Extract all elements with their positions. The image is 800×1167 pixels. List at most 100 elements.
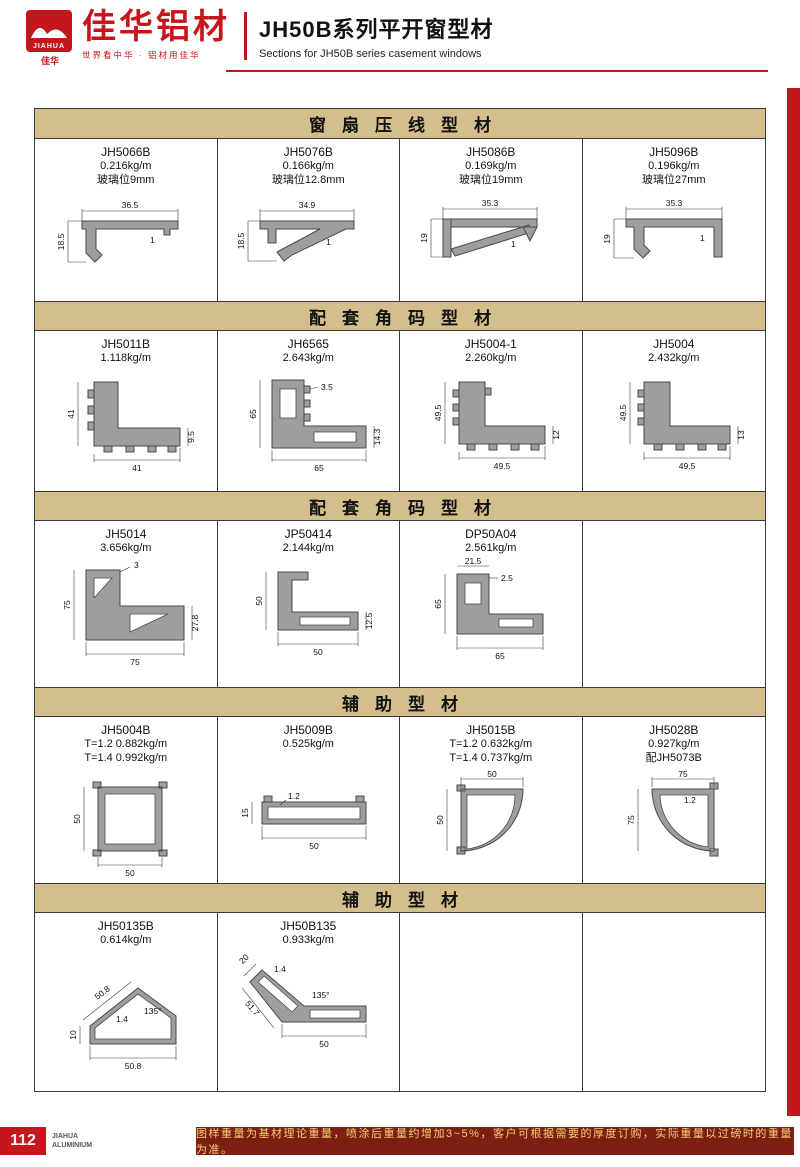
section-row-5: JH50135B 0.614kg/m 50.8 10 1.4 135° 50.8… <box>35 913 765 1091</box>
section-title: 窗扇压线型材 <box>309 116 507 135</box>
model-code: JH5086B <box>466 145 516 159</box>
footer-brand: JIAHUA ALUMINIUM <box>52 1132 92 1151</box>
profile-drawing: 15 1.2 50 <box>240 791 367 851</box>
dim-label: 75 <box>62 600 72 610</box>
model-code: JH5004 <box>653 337 695 351</box>
dim-label: 10 <box>68 1030 78 1040</box>
section-header-4: 辅助型材 <box>35 687 765 717</box>
weight-spec: 0.196kg/m <box>648 160 700 172</box>
dim-label: 1.2 <box>684 795 696 805</box>
page-number: 112 <box>0 1127 46 1155</box>
glass-spec: 玻璃位12.8mm <box>271 174 345 187</box>
profile-cell-jh5096b: JH5096B 0.196kg/m 玻璃位27mm 35.3 19 1 <box>583 139 766 301</box>
profile-cell-jh5066b: JH5066B 0.216kg/m 玻璃位9mm 36.5 18.5 1 <box>35 139 218 301</box>
dim-label: 1 <box>511 239 516 249</box>
profile-drawing: 41 41 9.5 <box>66 381 196 473</box>
dim-label: 75 <box>626 815 636 825</box>
dim-label: 18.5 <box>236 232 246 249</box>
cavity <box>94 993 172 1040</box>
weight-spec: 0.933kg/m <box>282 934 334 946</box>
cavity <box>659 794 709 848</box>
cavity <box>498 618 534 628</box>
dim-label: 15 <box>240 808 250 818</box>
weight-spec: 0.525kg/m <box>282 738 334 750</box>
cavity <box>299 616 351 626</box>
dim-label: 50.8 <box>124 1061 141 1071</box>
model-code: JH5009B <box>283 723 333 737</box>
section-row-3: JH5014 3.656kg/m 3 75 75 27.8 JP50 <box>35 521 765 687</box>
model-code: JH5014 <box>105 527 147 541</box>
profile-shape <box>442 218 538 228</box>
empty-cell <box>583 913 766 1091</box>
profile-cell-jh5015b: JH5015B T=1.2 0.632kg/m T=1.4 0.737kg/m … <box>400 717 583 883</box>
model-code: JH5076B <box>283 145 333 159</box>
profile-shape <box>277 571 359 631</box>
profile-shape <box>442 218 452 258</box>
profile-drawing: 75 75 1.2 <box>626 769 719 857</box>
brand-slogan: 世界看中华 · 铝材用佳华 <box>82 49 201 60</box>
dim-label: 1.4 <box>274 964 286 974</box>
model-code: JH5004-1 <box>464 337 517 351</box>
cavity <box>257 975 299 1013</box>
section-header-2: 配套角码型材 <box>35 301 765 331</box>
weight-spec: 2.643kg/m <box>282 352 334 364</box>
cavity <box>267 806 361 820</box>
dim-label: 50 <box>125 868 135 878</box>
profile-drawing: 49.5 49.5 13 <box>618 381 746 471</box>
dim-label: 65 <box>433 599 443 609</box>
model-code: JP50414 <box>284 527 332 541</box>
dim-label: 1.4 <box>116 1014 128 1024</box>
dim-label: 12 <box>551 430 561 440</box>
profile-cell-jh5086b: JH5086B 0.169kg/m 玻璃位19mm 35.3 19 1 <box>400 139 583 301</box>
profile-drawing: 50 50 12.5 <box>254 571 374 657</box>
model-code: JH5015B <box>466 723 516 737</box>
weight-spec: 0.169kg/m <box>465 160 517 172</box>
profile-cell-jh5011b: JH5011B 1.118kg/m 41 41 9.5 <box>35 331 218 491</box>
profile-cell-jh5009b: JH5009B 0.525kg/m 15 1.2 50 <box>218 717 400 883</box>
dim-label: 1 <box>326 237 331 247</box>
profile-drawing: 34.9 18.5 1 <box>236 200 355 262</box>
dim-label: 12.5 <box>364 613 374 630</box>
dim-label: 135° <box>144 1006 162 1016</box>
dim-label: 41 <box>132 463 142 473</box>
dim-label: 34.9 <box>299 200 316 210</box>
profile-drawing: 35.3 19 1 <box>419 198 538 258</box>
profile-drawing: 50 50 <box>435 769 524 855</box>
page-subtitle: Sections for JH50B series casement windo… <box>259 48 482 60</box>
logo-emblem-icon: JIAHUA <box>26 10 72 52</box>
dim-label: 21.5 <box>464 556 481 566</box>
dim-label: 49.5 <box>678 461 695 471</box>
model-code: JH50B135 <box>280 919 337 933</box>
profile-cell-dp50a04: DP50A04 2.561kg/m 21.5 2.5 65 65 <box>400 521 583 687</box>
profile-cell-jh5028b: JH5028B 0.927kg/m 配JH5073B 75 75 1.2 <box>583 717 766 883</box>
profile-shape <box>637 381 731 451</box>
dim-label: 20 <box>237 952 251 966</box>
dim-label: 14.3 <box>372 429 382 446</box>
dim-label: 50 <box>310 841 320 851</box>
dim-label: 19 <box>602 234 612 244</box>
section-row-4: JH5004B T=1.2 0.882kg/m T=1.4 0.992kg/m … <box>35 717 765 883</box>
profile-shape <box>87 381 181 453</box>
dim-label: 65 <box>315 463 325 473</box>
dim-label: 65 <box>248 409 258 419</box>
section-header-3: 配套角码型材 <box>35 491 765 521</box>
section-header-5: 辅助型材 <box>35 883 765 913</box>
logo-text: JIAHUA <box>32 43 66 50</box>
dim-label: 75 <box>130 657 140 667</box>
dim-label: 3 <box>134 560 139 570</box>
weight-spec: 2.260kg/m <box>465 352 517 364</box>
pairing-spec: 配JH5073B <box>645 752 702 765</box>
cavity <box>309 1009 361 1019</box>
profile-drawing: 35.3 19 1 <box>602 198 723 259</box>
cavity <box>93 577 113 600</box>
dim-label: 51.7 <box>243 999 261 1018</box>
weight-spec: 0.166kg/m <box>282 160 334 172</box>
dim-label: 3.5 <box>321 382 333 392</box>
header-divider <box>244 12 247 60</box>
section-title: 辅助型材 <box>342 890 474 910</box>
profile-cell-jh50b135: JH50B135 0.933kg/m 20 1.4 51.7 135° 50 <box>218 913 400 1091</box>
profile-shape <box>625 218 723 259</box>
dim-label: 50.8 <box>92 984 111 1002</box>
side-accent-bar <box>787 88 800 1116</box>
model-code: JH5066B <box>101 145 151 159</box>
